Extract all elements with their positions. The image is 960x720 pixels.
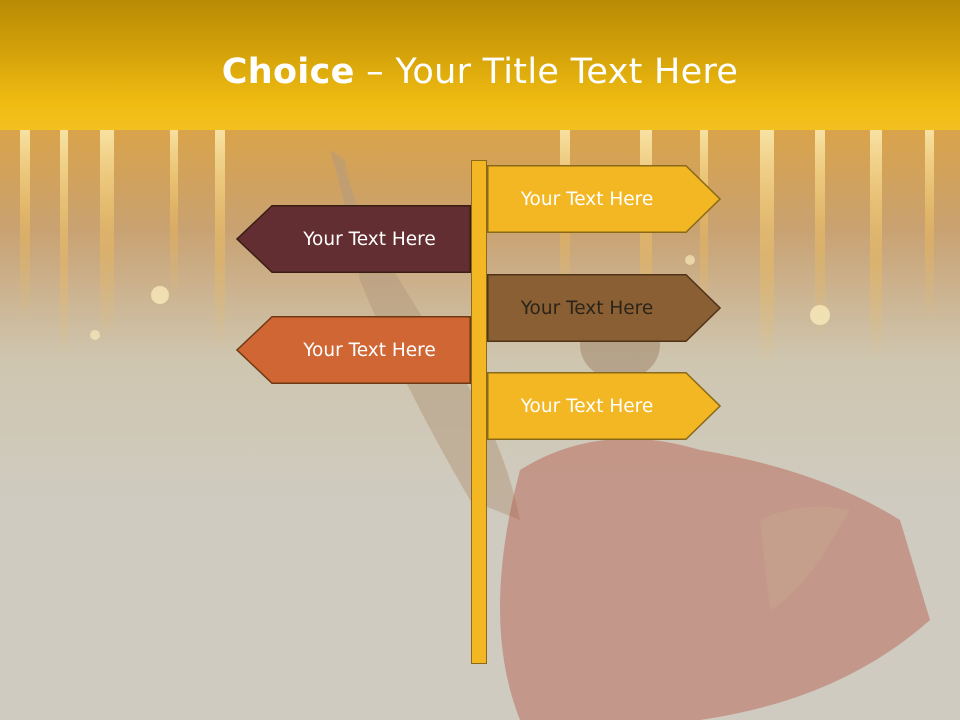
sign-right-3-label: Your Text Here xyxy=(520,395,654,417)
sign-right-2[interactable]: Your Text Here xyxy=(487,274,721,342)
sign-right-3[interactable]: Your Text Here xyxy=(487,372,721,440)
sign-left-2-label: Your Text Here xyxy=(303,339,436,361)
title-text: – Your Title Text Here xyxy=(354,52,739,92)
title-bold-word: Choice xyxy=(221,52,355,92)
signpost-pole xyxy=(471,160,487,664)
sign-left-1-label: Your Text Here xyxy=(303,228,436,250)
slide-title: Choice – Your Title Text Here xyxy=(0,52,960,92)
sign-left-2[interactable]: Your Text Here xyxy=(236,316,471,384)
sign-right-1-label: Your Text Here xyxy=(520,188,654,210)
sign-right-1[interactable]: Your Text Here xyxy=(487,165,721,233)
title-band xyxy=(0,0,960,130)
sign-right-2-label: Your Text Here xyxy=(520,297,654,319)
sign-left-1[interactable]: Your Text Here xyxy=(236,205,471,273)
